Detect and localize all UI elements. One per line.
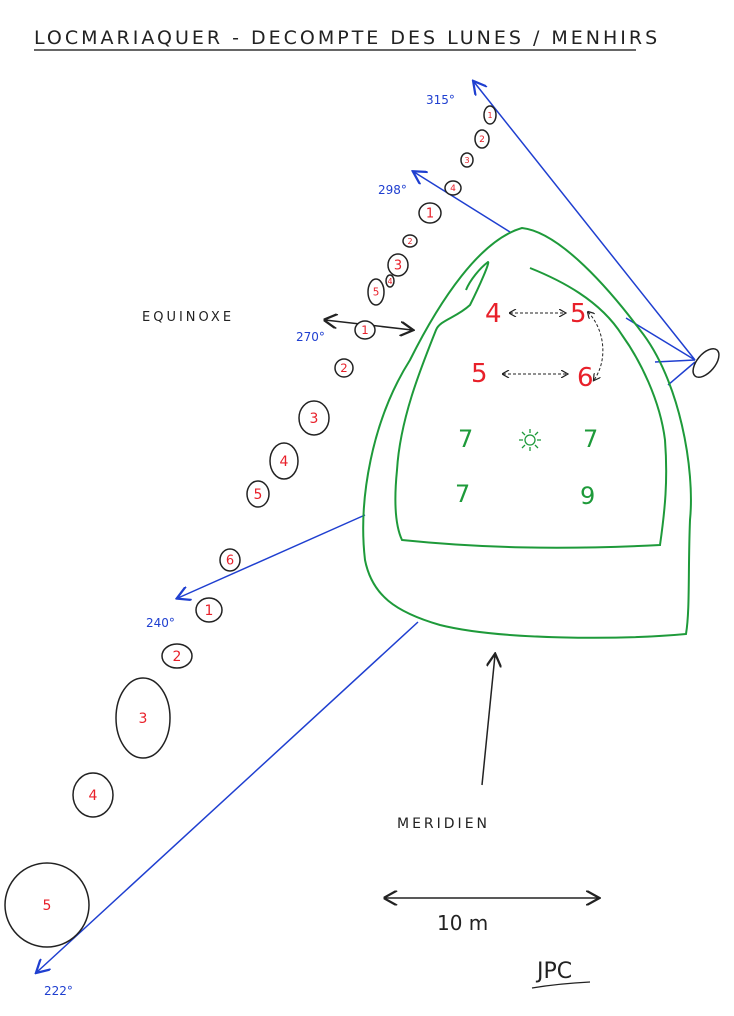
angle-222: 222°	[44, 984, 73, 998]
sightline-315	[474, 82, 696, 361]
title: LOCMARIAQUER - DECOMPTE DES LUNES / MENH…	[34, 27, 660, 49]
stone-outline	[367, 278, 385, 306]
stone-outline	[115, 677, 171, 759]
stone-number: 4	[450, 184, 456, 194]
sightline-short	[667, 361, 696, 386]
grid-number: 6	[577, 363, 594, 393]
signature: JPC	[535, 959, 572, 984]
stone-number: 3	[394, 259, 402, 274]
stone-outline	[219, 548, 241, 572]
signature-underline	[531, 981, 591, 989]
stone-number: 2	[173, 649, 182, 665]
tumulus-outline	[362, 226, 692, 639]
stone: 2	[334, 358, 354, 378]
stone-number: 1	[361, 323, 368, 337]
stone: 4	[269, 442, 299, 480]
stone-outline	[72, 772, 114, 818]
stone-number: 2	[407, 237, 412, 246]
sightline-240	[178, 514, 366, 598]
stone-number: 5	[254, 487, 263, 503]
stone: 4	[444, 180, 462, 196]
stone-outline	[246, 480, 270, 508]
grid-number: 7	[458, 425, 473, 453]
sun-icon	[519, 429, 541, 451]
sight-lines	[37, 82, 696, 972]
stone-number: 4	[387, 277, 392, 286]
stone-number: 1	[205, 603, 214, 619]
stone-outline	[4, 862, 90, 948]
stone-outline	[385, 274, 395, 288]
stone-number: 3	[139, 711, 148, 727]
stone-outline	[444, 180, 462, 196]
stone: 1	[195, 597, 223, 623]
stone: 2	[474, 129, 490, 149]
stone: 3	[298, 400, 330, 436]
tumulus-inner-outline	[394, 260, 668, 549]
stone-outline	[483, 105, 497, 125]
grid-number: 9	[580, 482, 595, 510]
angle-315: 315°	[426, 93, 455, 107]
stone-number: 5	[43, 898, 52, 914]
stone-outline	[298, 400, 330, 436]
stone-outline	[195, 597, 223, 623]
sightline-short	[625, 317, 696, 361]
stone-outline	[387, 253, 409, 277]
dotted-arrow	[588, 312, 604, 380]
sightline-298	[414, 172, 511, 233]
stone-number: 3	[464, 156, 469, 165]
stone-outline	[474, 129, 490, 149]
stone-number: 3	[310, 411, 319, 427]
stone: 1	[483, 105, 497, 125]
angle-298: 298°	[378, 183, 407, 197]
grid-number: 7	[583, 425, 598, 453]
stone-outline	[418, 202, 442, 224]
stone: 5	[4, 862, 90, 948]
sightline-short	[654, 359, 696, 363]
stone-number: 2	[340, 361, 347, 375]
stone: 2	[161, 643, 193, 669]
stone: 1	[418, 202, 442, 224]
sightline-222	[37, 621, 419, 972]
grid-number: 7	[455, 480, 470, 508]
equinox-label: EQUINOXE	[142, 310, 234, 325]
stone: 5	[246, 480, 270, 508]
observation-stone	[692, 348, 720, 378]
stone: 4	[72, 772, 114, 818]
stone: 3	[460, 152, 474, 168]
stone-outline	[354, 320, 376, 340]
meridian-arrow	[481, 655, 495, 786]
grid-number: 5	[570, 299, 587, 329]
stone-number: 1	[487, 111, 492, 120]
stone: 2	[402, 234, 418, 248]
stone-outline	[402, 234, 418, 248]
stone-number: 4	[89, 788, 98, 804]
stone: 6	[219, 548, 241, 572]
stone-outline	[269, 442, 299, 480]
stone: 1	[354, 320, 376, 340]
grid-numbers: 4 5 5 6 7 7 7 9	[455, 299, 598, 510]
angle-270: 270°	[296, 330, 325, 344]
angle-240: 240°	[146, 616, 175, 630]
stone-number: 5	[373, 287, 380, 299]
stone-outline	[460, 152, 474, 168]
meridian-label: MERIDIEN	[397, 816, 490, 832]
scale-label: 10 m	[437, 911, 488, 935]
stone-outline	[161, 643, 193, 669]
stone-outline	[334, 358, 354, 378]
stone-number: 1	[426, 207, 434, 222]
stone: 3	[387, 253, 409, 277]
stone-number: 2	[479, 135, 485, 145]
stone: 3	[115, 677, 171, 759]
stone: 4	[385, 274, 395, 288]
stone: 5	[367, 278, 385, 306]
grid-number: 4	[485, 299, 502, 329]
grid-number: 5	[471, 359, 488, 389]
stone-number: 4	[280, 454, 289, 470]
stone-number: 6	[226, 554, 234, 569]
